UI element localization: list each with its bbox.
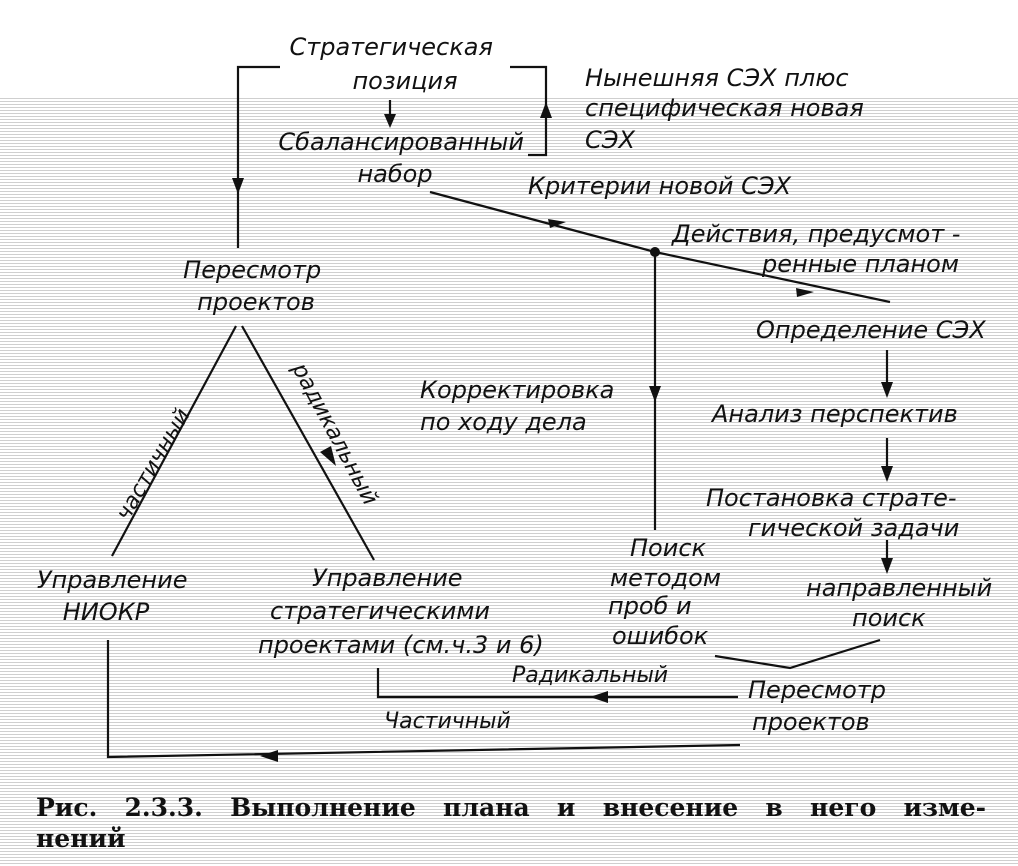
arrowhead-criteria (548, 219, 566, 228)
label-project-review-top: Пересмотр проектов (183, 256, 329, 316)
arrowhead-analysis (881, 382, 893, 398)
connector-partial-return (106, 640, 741, 759)
arrowhead-directed (881, 558, 893, 574)
label-directed-search: направленный поиск (806, 574, 1000, 632)
label-current-sbu: Нынешняя СЭХ плюс специфическая новая СЭ… (585, 64, 871, 154)
arrowhead-partial (260, 750, 278, 762)
label-partial-diag: частичный (112, 404, 196, 525)
arrowhead-planned (796, 288, 814, 297)
arrowhead-trial (649, 386, 661, 402)
arrowhead-balanced (384, 114, 396, 128)
connector-radical-return (376, 668, 738, 699)
label-trial-search: Поиск методом проб и ошибок (608, 534, 729, 650)
label-rnd-management: Управление НИОКР (37, 566, 195, 626)
connector-triangle-left (111, 325, 237, 557)
arrowhead-balanced-loop (540, 102, 552, 118)
figure-caption: Рис. 2.3.3. Выполнение плана и внесение … (36, 793, 986, 853)
connector-search-merge (714, 638, 881, 670)
label-strategic-task: Постановка страте- гической задачи (706, 484, 964, 542)
connector-triangle-right (241, 325, 375, 561)
label-strategic-projects: Управление стратегическими проектами (см… (258, 564, 544, 659)
arrowhead-triangle-right (320, 446, 336, 466)
label-project-review-bottom: Пересмотр проектов (748, 676, 894, 736)
label-planned-actions: Действия, предусмот - ренные планом (671, 220, 968, 278)
connector-position-to-review (236, 65, 280, 248)
scan-texture (0, 98, 1018, 866)
label-partial: Частичный (384, 709, 511, 734)
label-radical-diag: радикальный (286, 358, 382, 509)
label-radical: Радикальный (512, 663, 668, 688)
label-new-sbu-criteria: Критерии новой СЭХ (528, 172, 792, 200)
label-balanced-set: Сбалансированный набор (278, 128, 531, 188)
arrowhead-review-top (232, 178, 244, 194)
arrowhead-radical (590, 691, 608, 703)
label-strategic-position: Стратегическая позиция (289, 33, 500, 95)
label-prospects-analysis: Анализ перспектив (710, 400, 958, 428)
connectors (106, 65, 893, 762)
label-sbu-definition: Определение СЭХ (756, 316, 986, 344)
arrowhead-task (881, 466, 893, 482)
label-correction: Корректировка по ходу дела (420, 376, 622, 436)
